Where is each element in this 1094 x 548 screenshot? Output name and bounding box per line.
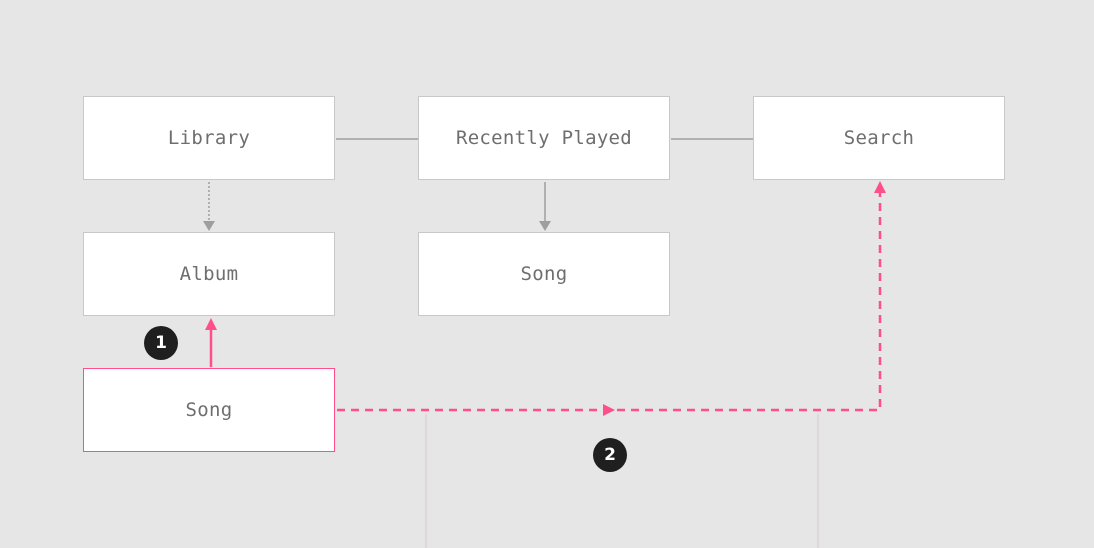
node-search-label: Search — [843, 127, 915, 149]
node-song-current-label: Song — [185, 399, 233, 421]
arrow-up-head — [205, 318, 217, 330]
node-song-recent: Song — [418, 232, 670, 316]
badge-step-up: 1 — [144, 326, 178, 360]
node-library-label: Library — [167, 127, 251, 149]
node-recently-played-label: Recently Played — [455, 127, 633, 149]
node-song-current: Song — [83, 368, 335, 452]
node-recently-played: Recently Played — [418, 96, 670, 180]
arrow-recent-song-head — [539, 221, 551, 231]
badge-step-search: 2 — [593, 438, 627, 472]
arrow-library-album-head — [203, 221, 215, 231]
node-album-label: Album — [179, 263, 239, 285]
badge-step-up-label: 1 — [155, 333, 167, 353]
arrow-search-mid-head — [603, 404, 615, 416]
badge-step-search-label: 2 — [604, 445, 616, 465]
arrow-search-head — [874, 181, 886, 193]
node-search: Search — [753, 96, 1005, 180]
arrow-search-path — [337, 192, 882, 412]
node-song-recent-label: Song — [520, 263, 568, 285]
node-library: Library — [83, 96, 335, 180]
node-album: Album — [83, 232, 335, 316]
